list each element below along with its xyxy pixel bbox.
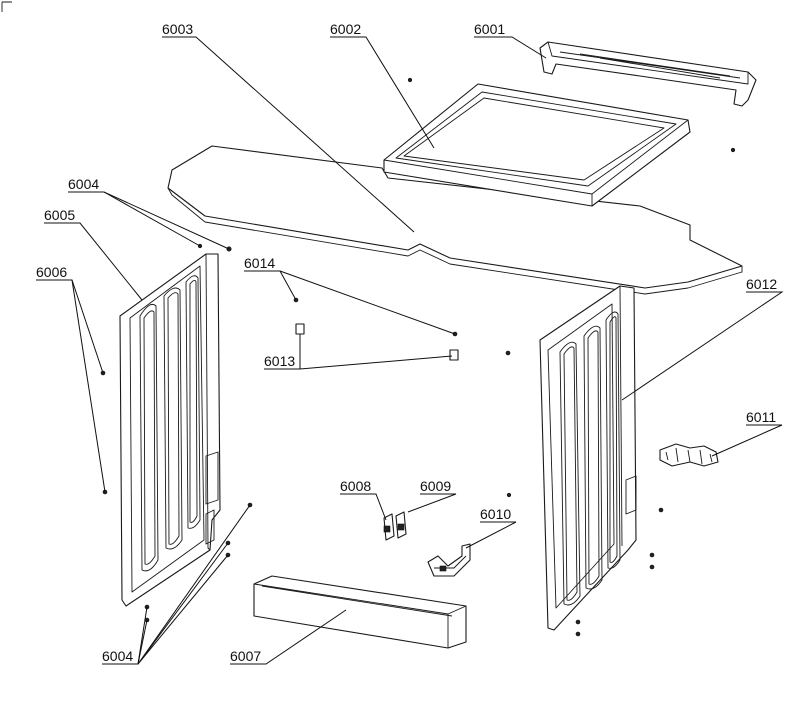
callout-6005: 6005	[44, 207, 75, 223]
part-6013-bush	[295, 323, 459, 361]
corner-mark	[1, 1, 12, 12]
part-6008-bracket	[383, 513, 395, 541]
callout-labels: 6001 6002 6003 6004 6005 6006 6014 6013 …	[36, 21, 782, 665]
part-6005-left-side-panel	[119, 253, 221, 607]
part-6009-bracket	[395, 511, 407, 539]
part-6012-right-side-panel	[539, 285, 637, 631]
callout-6007: 6007	[230, 648, 261, 664]
callout-6003: 6003	[162, 21, 193, 37]
part-6002-glass-lid	[383, 83, 691, 207]
part-6010-hinge-bracket	[427, 543, 471, 577]
callout-6009: 6009	[420, 478, 451, 494]
callout-6012: 6012	[746, 276, 777, 292]
callout-6006: 6006	[36, 264, 67, 280]
part-6003-top-board	[167, 145, 743, 295]
callout-6004-bottom: 6004	[102, 648, 133, 664]
part-6007-front-bar	[253, 575, 467, 649]
callout-6011: 6011	[746, 409, 776, 425]
callout-6013: 6013	[264, 353, 295, 369]
callout-6014: 6014	[244, 255, 275, 271]
part-6001-control-panel	[539, 41, 757, 107]
part-6011-hinge-assembly	[659, 443, 719, 467]
callout-6001: 6001	[474, 21, 505, 37]
callout-6004-top: 6004	[68, 176, 99, 192]
callout-6008: 6008	[340, 478, 371, 494]
callout-6010: 6010	[480, 506, 511, 522]
callout-6002: 6002	[330, 21, 361, 37]
